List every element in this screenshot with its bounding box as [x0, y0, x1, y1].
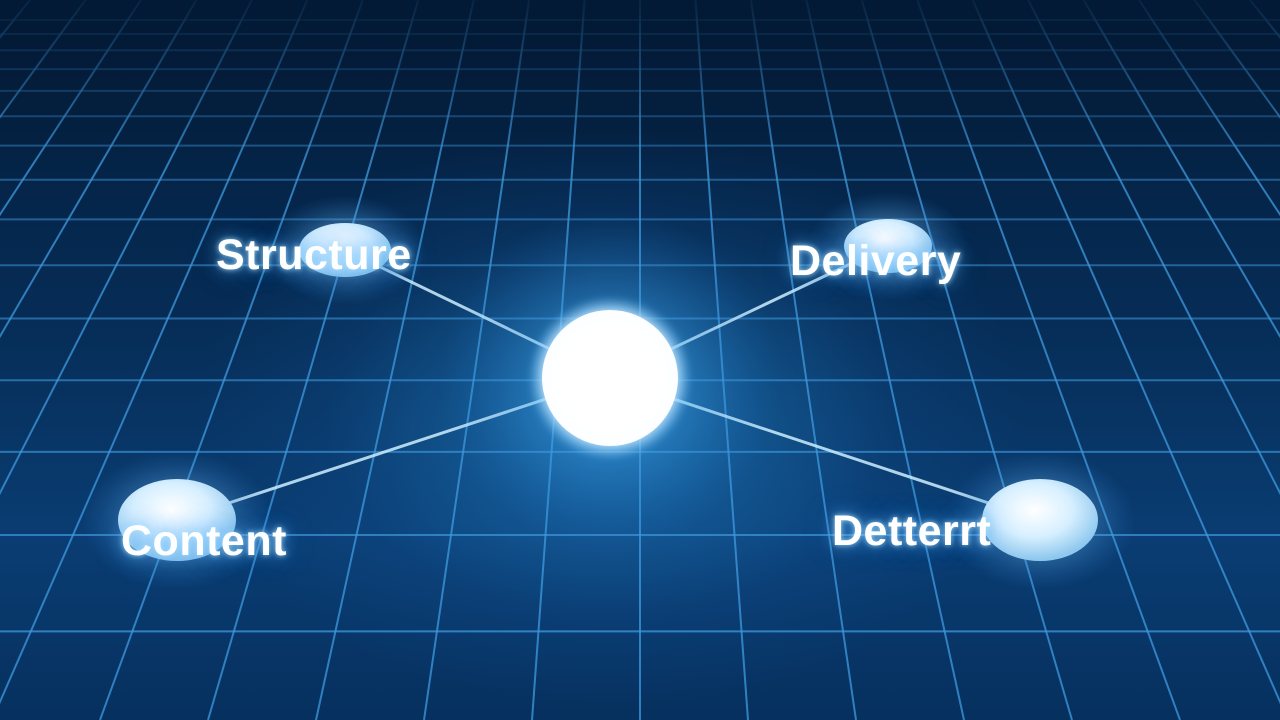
- node-label-detterrt: Detterrt: [832, 507, 992, 555]
- grid-line-depth: [1027, 0, 1280, 496]
- node-structure: [299, 223, 391, 277]
- grid-line-depth: [315, 0, 475, 720]
- grid-line-depth: [971, 0, 1280, 705]
- node-label-content: Content: [121, 517, 287, 565]
- node-content: [118, 479, 236, 561]
- node-label-delivery: Delivery: [790, 237, 962, 285]
- hub-core: [542, 310, 678, 446]
- grid-line-depth: [0, 0, 309, 705]
- grid-line-depth: [805, 0, 965, 720]
- node-detterrt: [982, 479, 1098, 561]
- grid-line-depth: [423, 0, 531, 720]
- node-delivery: [844, 219, 932, 273]
- grid-line-depth: [749, 0, 857, 720]
- grid-line-depth: [207, 0, 420, 720]
- grid-line-depth: [0, 0, 253, 496]
- hub: [440, 210, 780, 550]
- satellite-nodes: [82, 191, 1135, 590]
- node-label-structure: Structure: [216, 231, 412, 279]
- horizon-fade: [0, 0, 1280, 160]
